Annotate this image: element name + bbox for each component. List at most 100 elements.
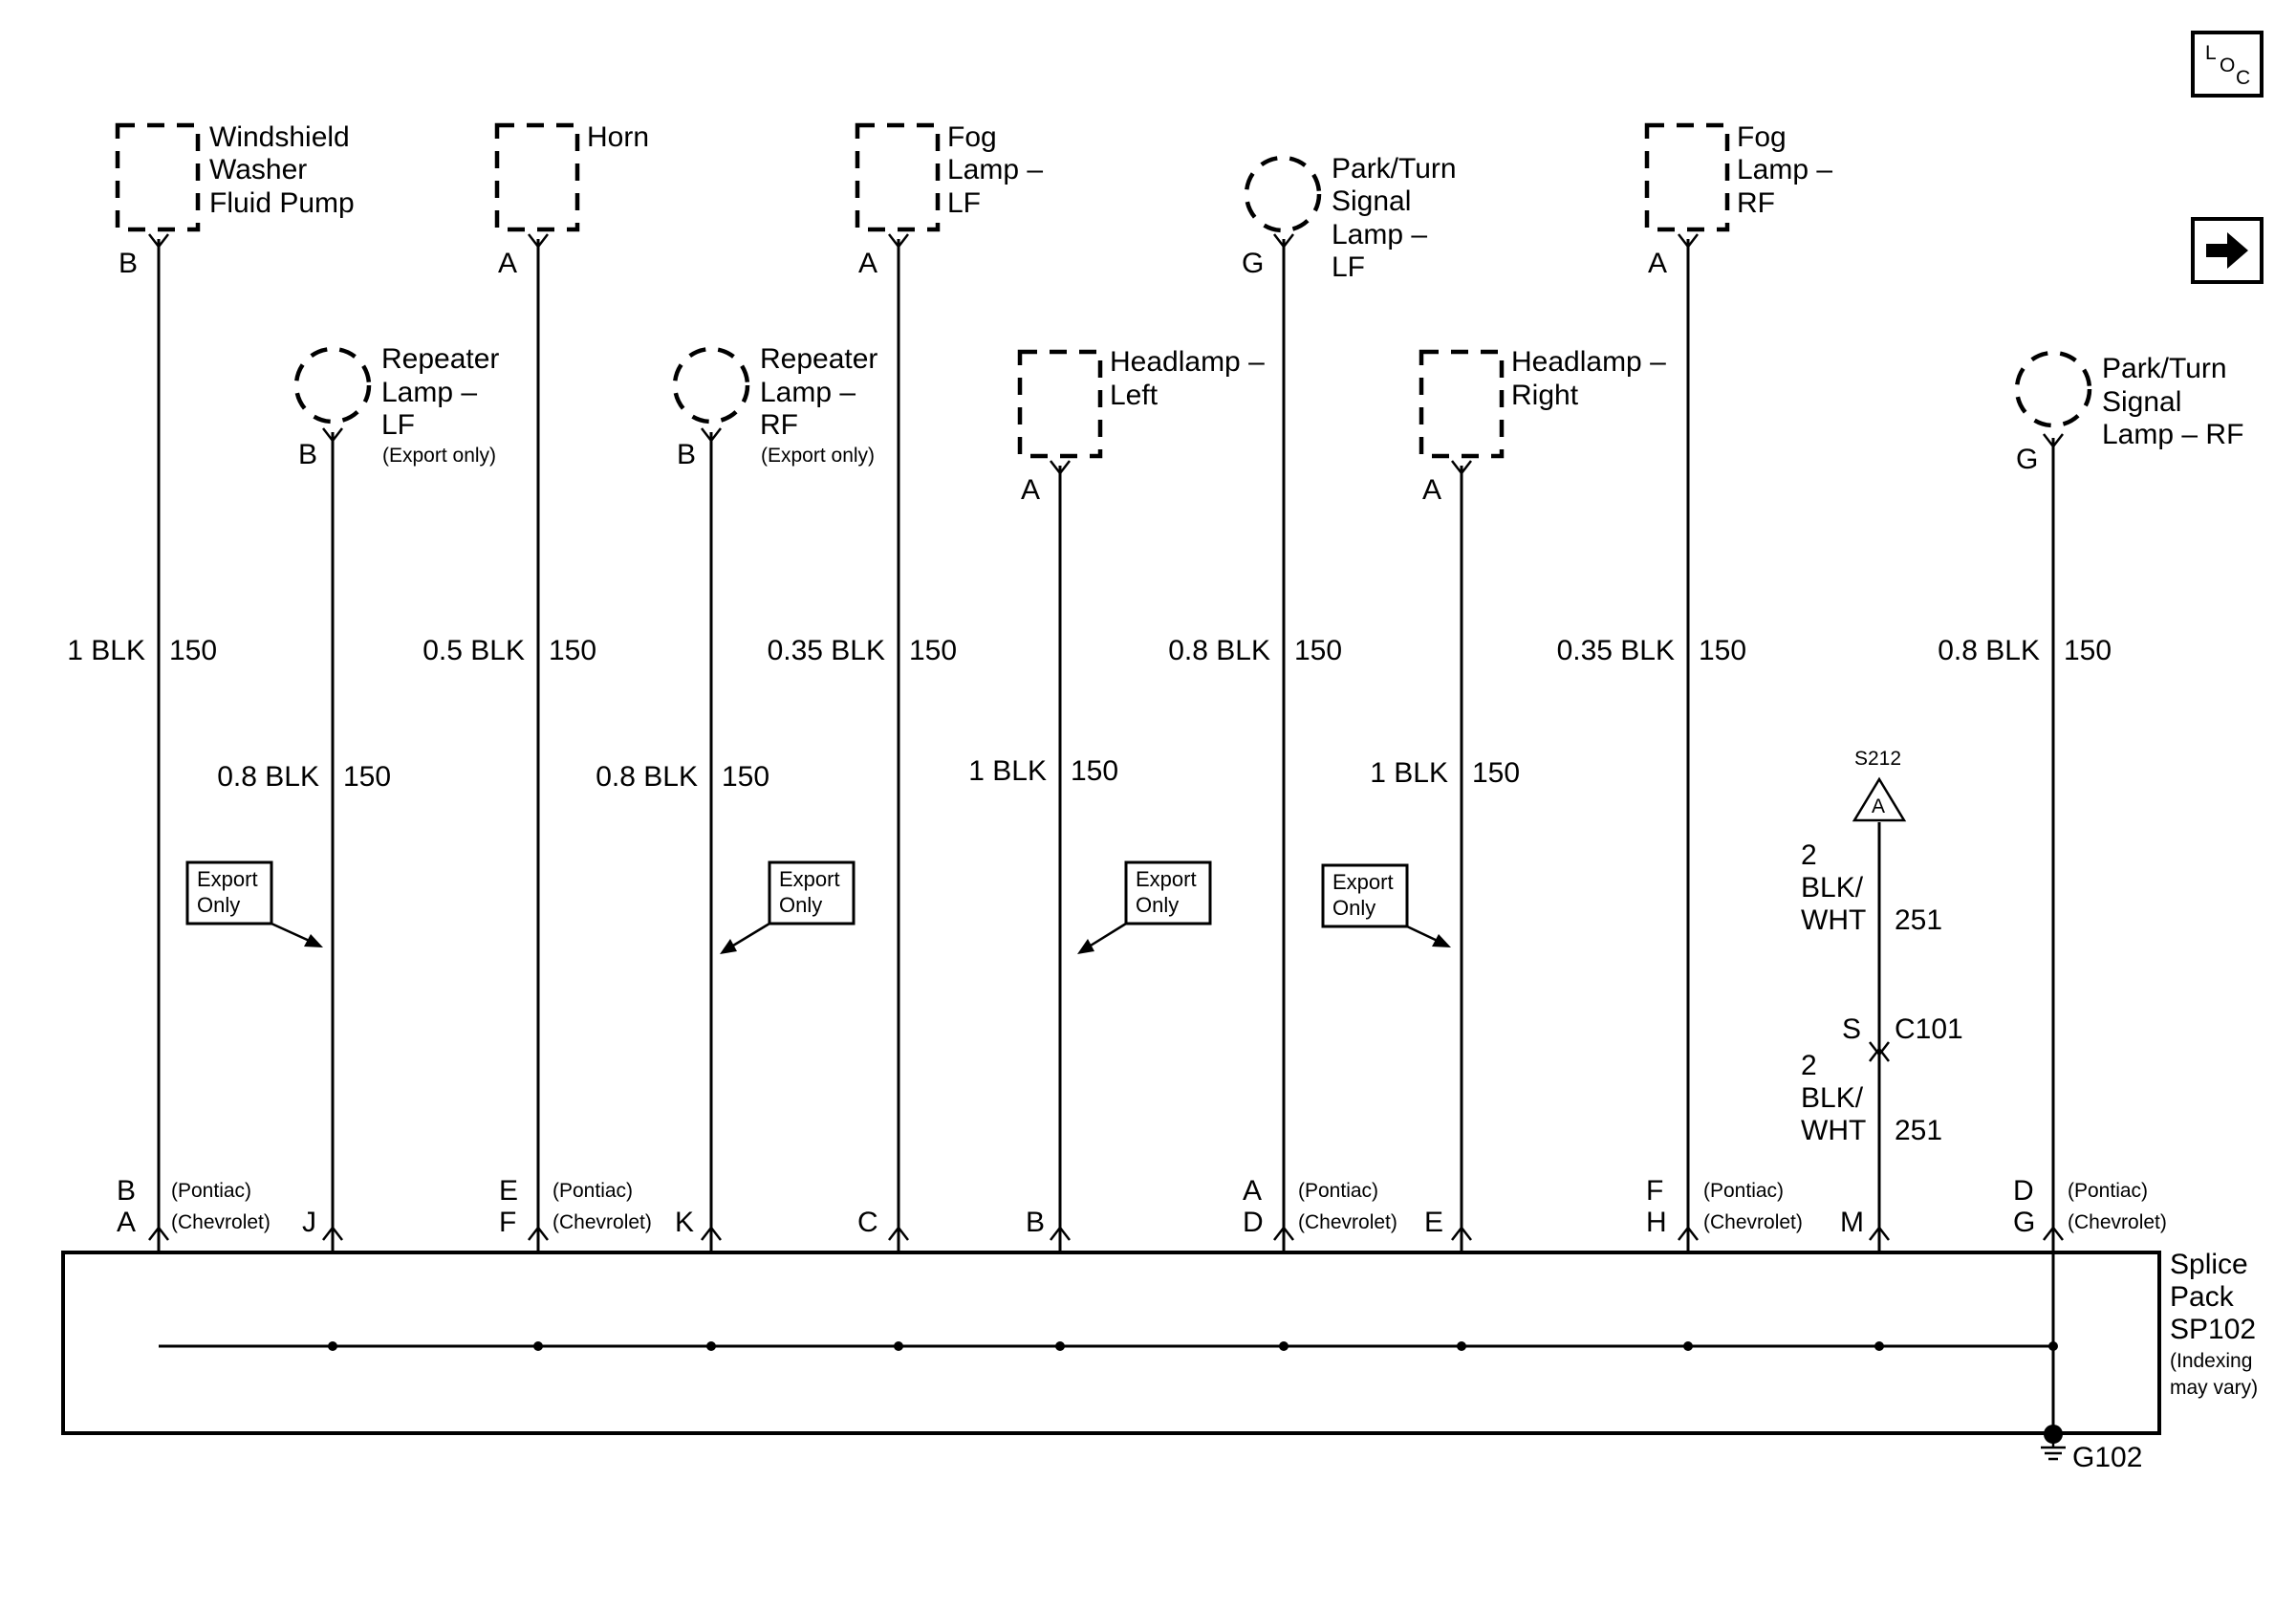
component-label: Repeater bbox=[381, 343, 499, 375]
pin-label: A bbox=[1648, 248, 1667, 279]
component-label: Fog bbox=[1737, 121, 1787, 153]
svg-text:Export: Export bbox=[197, 867, 258, 891]
component-label: Lamp – RF bbox=[2102, 419, 2243, 450]
svg-text:(Chevrolet): (Chevrolet) bbox=[2068, 1211, 2167, 1233]
svg-text:Only: Only bbox=[1332, 896, 1375, 920]
component-label: LF bbox=[1332, 251, 1365, 283]
svg-text:(Chevrolet): (Chevrolet) bbox=[1298, 1211, 1397, 1233]
component-note: (Export only) bbox=[761, 445, 875, 467]
component-label: Horn bbox=[587, 121, 649, 153]
svg-text:(Chevrolet): (Chevrolet) bbox=[552, 1211, 652, 1233]
component-label: Lamp – bbox=[947, 154, 1043, 185]
export-only-box: Export Only bbox=[185, 860, 323, 947]
component-label: Lamp – bbox=[760, 377, 856, 408]
fog-lamp-rf-component: Fog Lamp – RF A bbox=[1644, 121, 1832, 279]
headlamp-left-component: Headlamp – Left A bbox=[1017, 346, 1265, 506]
connector-pin: S bbox=[1842, 1013, 1861, 1045]
component-label: Fluid Pump bbox=[209, 187, 355, 219]
svg-text:(Pontiac): (Pontiac) bbox=[171, 1180, 251, 1202]
svg-text:G: G bbox=[2013, 1207, 2035, 1238]
component-label: Signal bbox=[2102, 386, 2181, 418]
export-only-box: Export Only bbox=[720, 860, 856, 954]
wires bbox=[148, 233, 2064, 1252]
bottom-pin-labels: B A (Pontiac) (Chevrolet) J E F (Pontiac… bbox=[117, 1175, 2167, 1238]
pin-label: A bbox=[498, 248, 517, 279]
svg-text:(Pontiac): (Pontiac) bbox=[1703, 1180, 1784, 1202]
svg-text:(Chevrolet): (Chevrolet) bbox=[171, 1211, 271, 1233]
svg-text:251: 251 bbox=[1895, 904, 1942, 936]
svg-text:WHT: WHT bbox=[1801, 904, 1866, 936]
component-label: Repeater bbox=[760, 343, 877, 375]
wire-gauge: 0.8 BLK bbox=[1938, 635, 2040, 666]
component-label: Washer bbox=[209, 154, 307, 185]
svg-text:Export: Export bbox=[779, 867, 840, 891]
svg-text:B: B bbox=[117, 1175, 136, 1207]
svg-text:2: 2 bbox=[1801, 1050, 1817, 1081]
splice-label: S212 bbox=[1854, 748, 1901, 770]
s212-branch: S212 A 2 BLK/ WHT 251 S C101 2 BLK/ WHT … bbox=[1801, 748, 1963, 1146]
loc-icon[interactable]: L O C bbox=[2191, 31, 2264, 98]
svg-text:G102: G102 bbox=[2072, 1442, 2142, 1473]
wire-circuit: 150 bbox=[722, 761, 769, 793]
svg-text:A: A bbox=[1243, 1175, 1262, 1207]
svg-text:C: C bbox=[2236, 67, 2250, 89]
svg-text:M: M bbox=[1840, 1207, 1864, 1238]
washer-pump-component: Windshield Washer Fluid Pump B bbox=[115, 121, 355, 279]
svg-text:(Pontiac): (Pontiac) bbox=[552, 1180, 633, 1202]
svg-text:C: C bbox=[857, 1207, 878, 1238]
headlamp-right-component: Headlamp – Right A bbox=[1419, 346, 1666, 506]
component-label: RF bbox=[760, 409, 798, 441]
svg-text:Export: Export bbox=[1136, 867, 1197, 891]
svg-text:(Chevrolet): (Chevrolet) bbox=[1703, 1211, 1803, 1233]
svg-text:Splice: Splice bbox=[2170, 1249, 2248, 1280]
svg-text:(Indexing: (Indexing bbox=[2170, 1350, 2252, 1372]
ground-g102: G102 bbox=[2041, 1425, 2142, 1473]
repeater-lamp-rf-component: Repeater Lamp – RF (Export only) B bbox=[672, 343, 877, 470]
svg-text:2: 2 bbox=[1801, 839, 1817, 871]
wire-gauge: 1 BLK bbox=[968, 755, 1047, 787]
park-turn-lamp-rf-component: Park/Turn Signal Lamp – RF G bbox=[2014, 350, 2243, 475]
component-label: Right bbox=[1511, 380, 1579, 411]
wire-gauge: 0.8 BLK bbox=[596, 761, 698, 793]
component-label: Windshield bbox=[209, 121, 350, 153]
park-turn-lamp-lf-component: Park/Turn Signal Lamp – LF G bbox=[1242, 153, 1457, 283]
svg-text:J: J bbox=[302, 1207, 316, 1238]
svg-text:E: E bbox=[499, 1175, 518, 1207]
component-note: (Export only) bbox=[382, 445, 496, 467]
wire-circuit: 150 bbox=[909, 635, 957, 666]
wire-circuit: 150 bbox=[1472, 757, 1520, 789]
pin-label: B bbox=[119, 248, 138, 279]
svg-text:may vary): may vary) bbox=[2170, 1377, 2258, 1399]
splice-pin: A bbox=[1872, 795, 1885, 817]
component-label: LF bbox=[947, 187, 981, 219]
component-label: LF bbox=[381, 409, 415, 441]
svg-text:E: E bbox=[1424, 1207, 1443, 1238]
svg-text:B: B bbox=[1026, 1207, 1045, 1238]
svg-text:Only: Only bbox=[1136, 893, 1179, 917]
wire-gauge: 0.35 BLK bbox=[1557, 635, 1675, 666]
wire-gauge: 0.8 BLK bbox=[217, 761, 319, 793]
pin-label: B bbox=[677, 439, 696, 470]
svg-text:Pack: Pack bbox=[2170, 1281, 2235, 1313]
svg-text:K: K bbox=[675, 1207, 694, 1238]
svg-text:F: F bbox=[499, 1207, 516, 1238]
component-label: Signal bbox=[1332, 185, 1411, 217]
export-only-box: Export Only bbox=[1321, 863, 1451, 947]
component-label: Fog bbox=[947, 121, 997, 153]
wire-gauge: 1 BLK bbox=[1370, 757, 1448, 789]
svg-text:BLK/: BLK/ bbox=[1801, 1082, 1864, 1114]
svg-text:251: 251 bbox=[1895, 1115, 1942, 1146]
component-label: Park/Turn bbox=[2102, 353, 2227, 384]
svg-text:A: A bbox=[117, 1207, 136, 1238]
component-label: Lamp – bbox=[381, 377, 477, 408]
svg-text:H: H bbox=[1646, 1207, 1667, 1238]
svg-text:Export: Export bbox=[1332, 870, 1394, 894]
component-label: Park/Turn bbox=[1332, 153, 1457, 185]
wire-circuit: 150 bbox=[1699, 635, 1746, 666]
splice-pack-sp102: Splice Pack SP102 (Indexing may vary) bbox=[61, 1249, 2258, 1435]
right-arrow-icon[interactable] bbox=[2191, 217, 2264, 284]
svg-text:L: L bbox=[2205, 42, 2217, 64]
svg-text:F: F bbox=[1646, 1175, 1663, 1207]
component-label: Headlamp – bbox=[1511, 346, 1666, 378]
svg-text:D: D bbox=[2013, 1175, 2034, 1207]
